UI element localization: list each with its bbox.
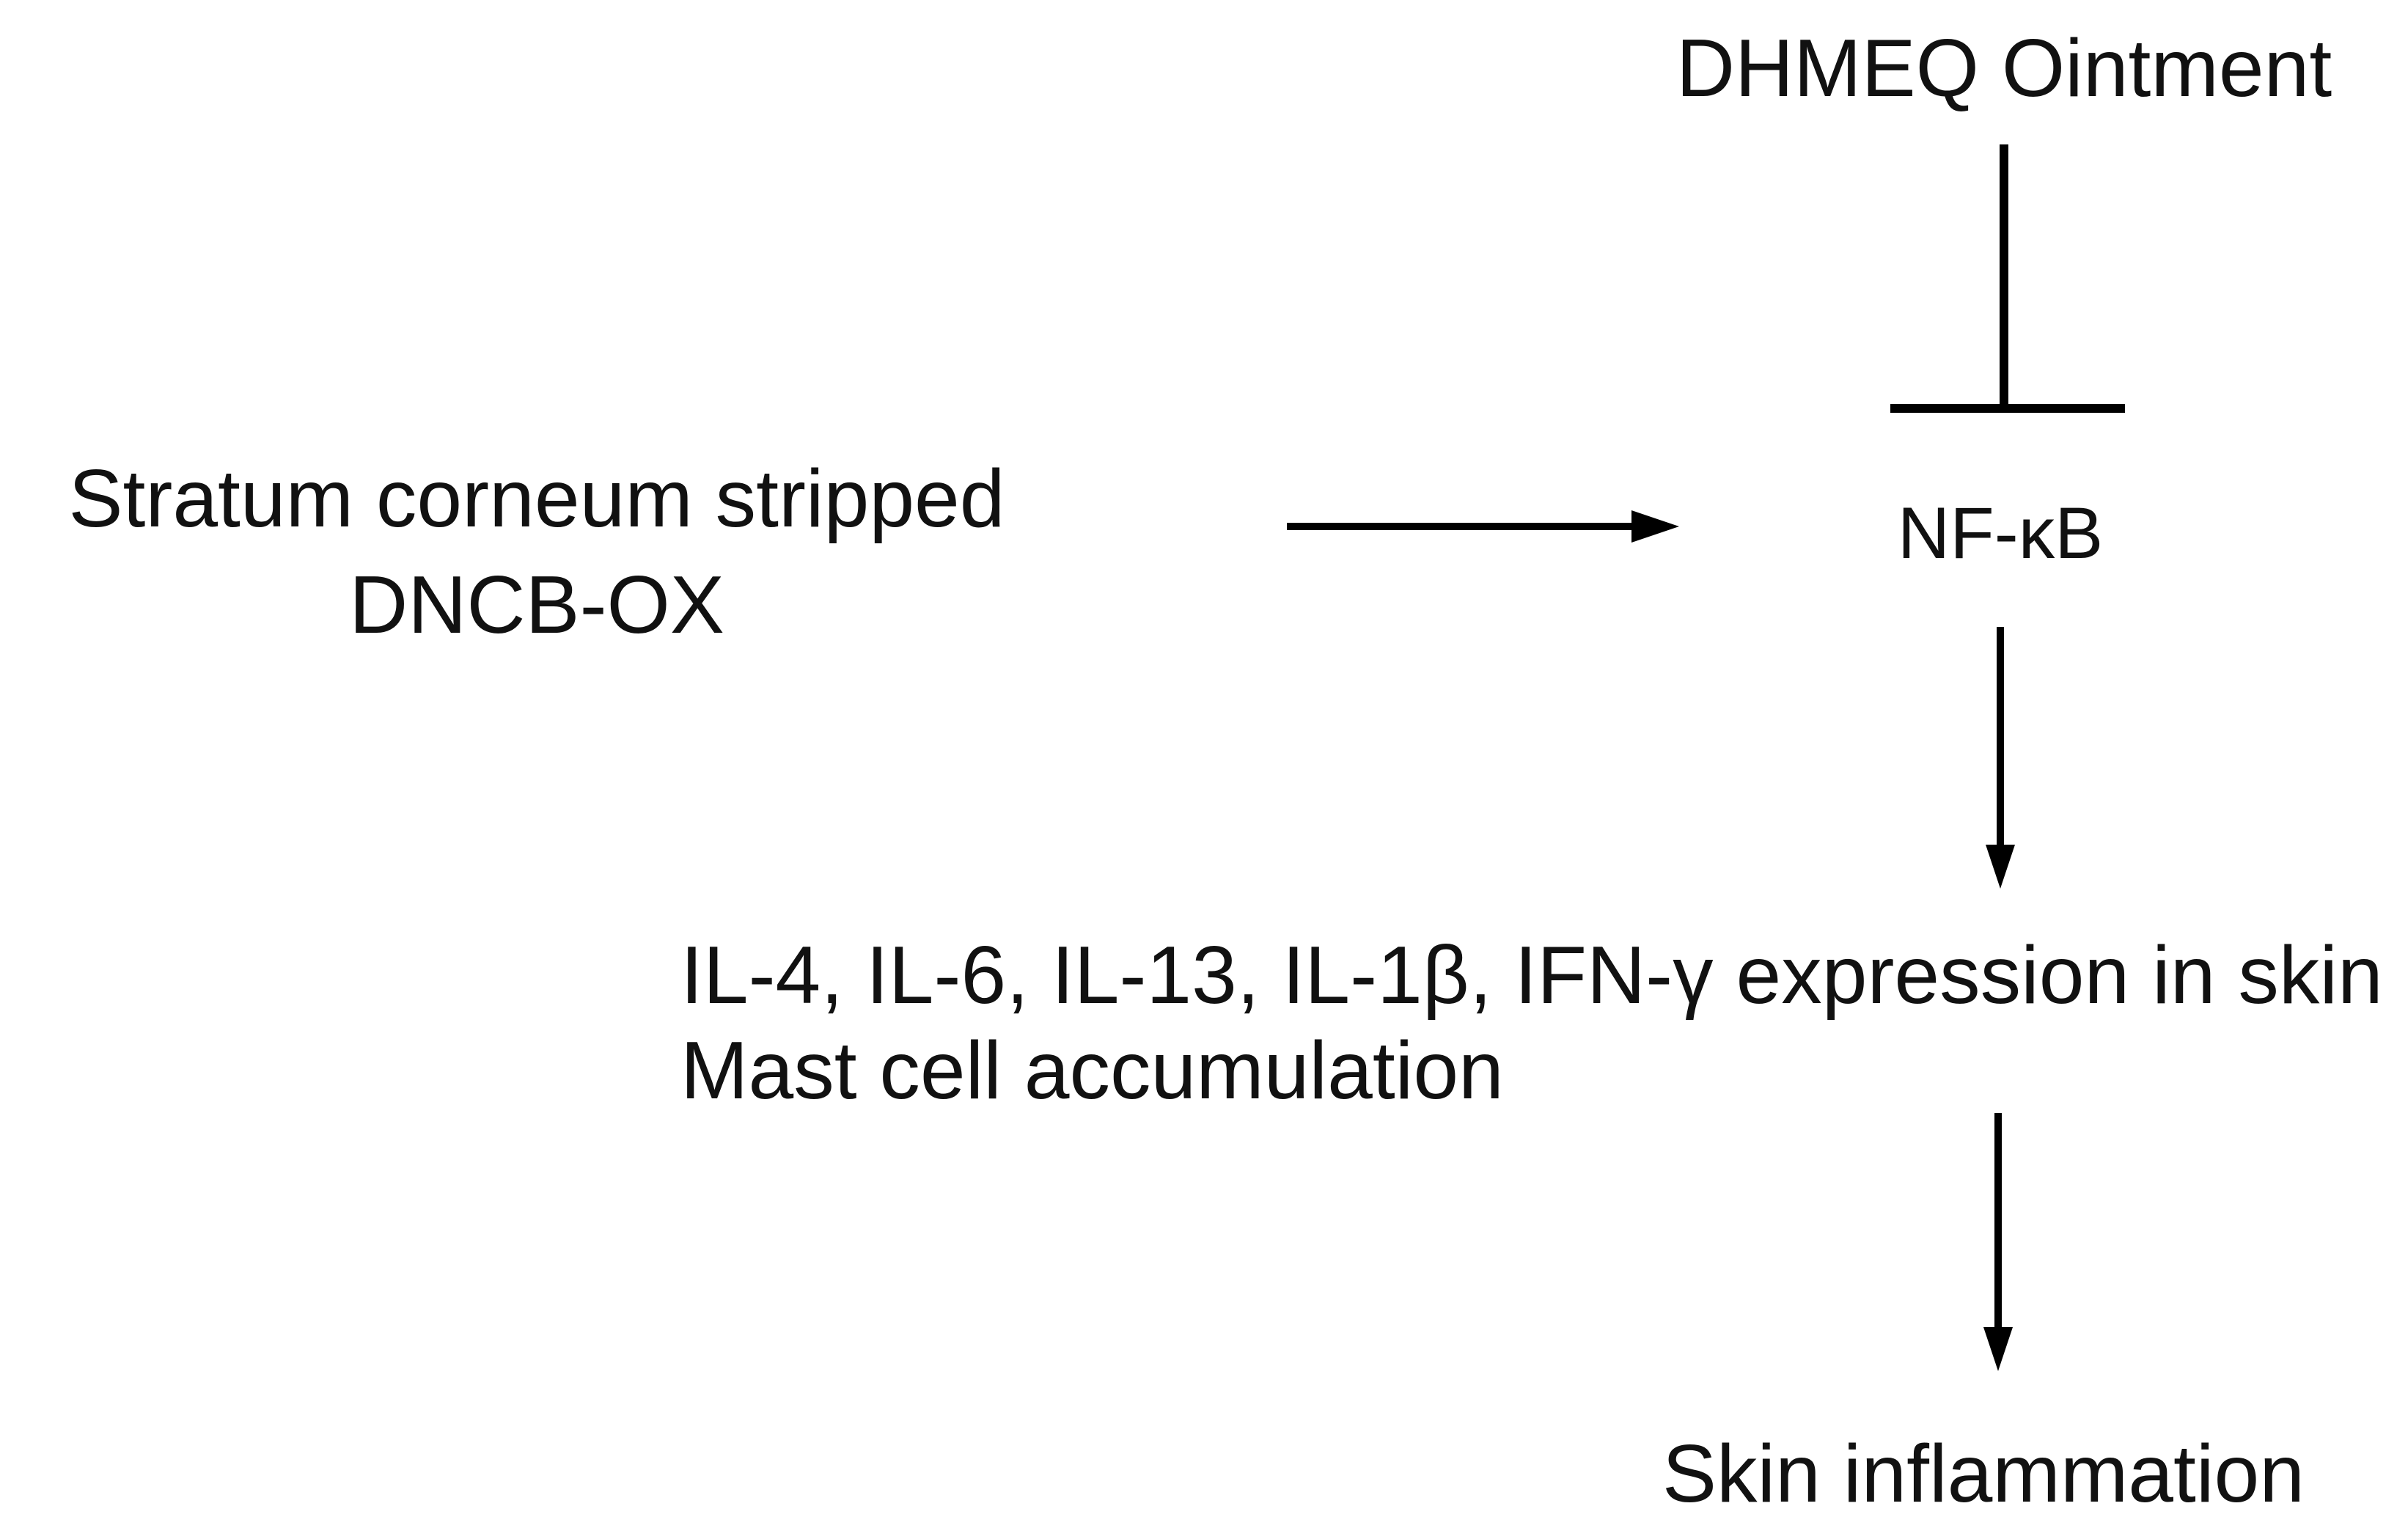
inhibitor-label: DHMEQ Ointment (1675, 23, 2332, 114)
effects-to-outcome-arrowhead (1983, 1327, 2013, 1371)
target-to-effects-arrowhead (1986, 845, 2015, 889)
target-label: NF-κB (1897, 492, 2104, 573)
stimulus-to-target-arrowhead (1631, 510, 1679, 543)
effects-label-line1: IL-4, IL-6, IL-13, IL-1β, IFN-γ expressi… (680, 930, 2383, 1021)
outcome-label: Skin inflammation (1662, 1428, 2305, 1519)
effects-label-line2: Mast cell accumulation (680, 1025, 1504, 1116)
stimulus-label-line1: Stratum corneum stripped (68, 453, 1005, 544)
stimulus-label-line2: DNCB-OX (349, 559, 724, 650)
